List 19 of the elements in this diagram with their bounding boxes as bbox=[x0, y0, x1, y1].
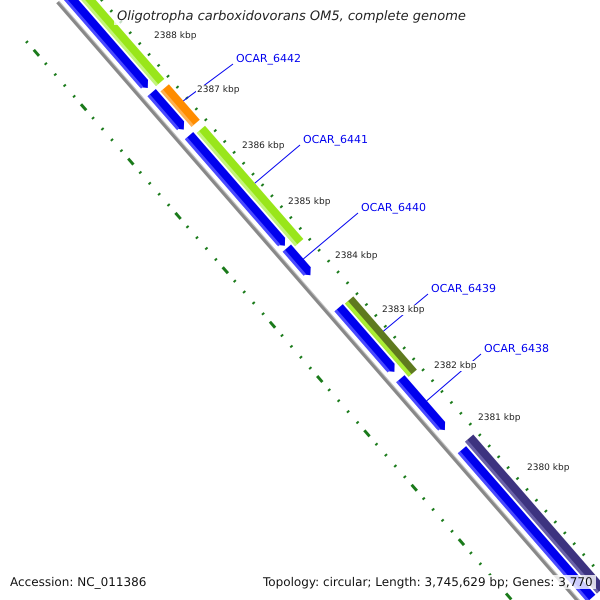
topology-text: Topology: circular; Length: 3,745,629 bp; Genes: 3,770 bbox=[260, 575, 596, 589]
scale-label: 2383 kbp bbox=[381, 305, 426, 315]
leader-line bbox=[302, 212, 358, 260]
gene-label: OCAR_6438 bbox=[484, 342, 550, 355]
scale-label: 2384 kbp bbox=[334, 251, 378, 261]
accession-text: Accession: NC_011386 bbox=[9, 575, 148, 589]
gene-label: OCAR_6441 bbox=[303, 133, 368, 146]
scale-label: 2382 kbp bbox=[433, 361, 478, 371]
gene-label: OCAR_6440 bbox=[361, 201, 426, 214]
gene-label: OCAR_6439 bbox=[431, 282, 496, 295]
scale-label: 2380 kbp bbox=[526, 463, 570, 473]
scale-label: 2386 kbp bbox=[241, 141, 286, 151]
gene-label: OCAR_6442 bbox=[236, 52, 302, 65]
scale-label: 2385 kbp bbox=[287, 197, 332, 207]
gene-feature-bar bbox=[396, 375, 446, 431]
scale-label: 2381 kbp bbox=[477, 413, 522, 423]
gene-feature-bar bbox=[282, 244, 311, 276]
scale-label: 2388 kbp bbox=[153, 31, 198, 41]
scale-label: 2387 kbp bbox=[196, 85, 240, 95]
